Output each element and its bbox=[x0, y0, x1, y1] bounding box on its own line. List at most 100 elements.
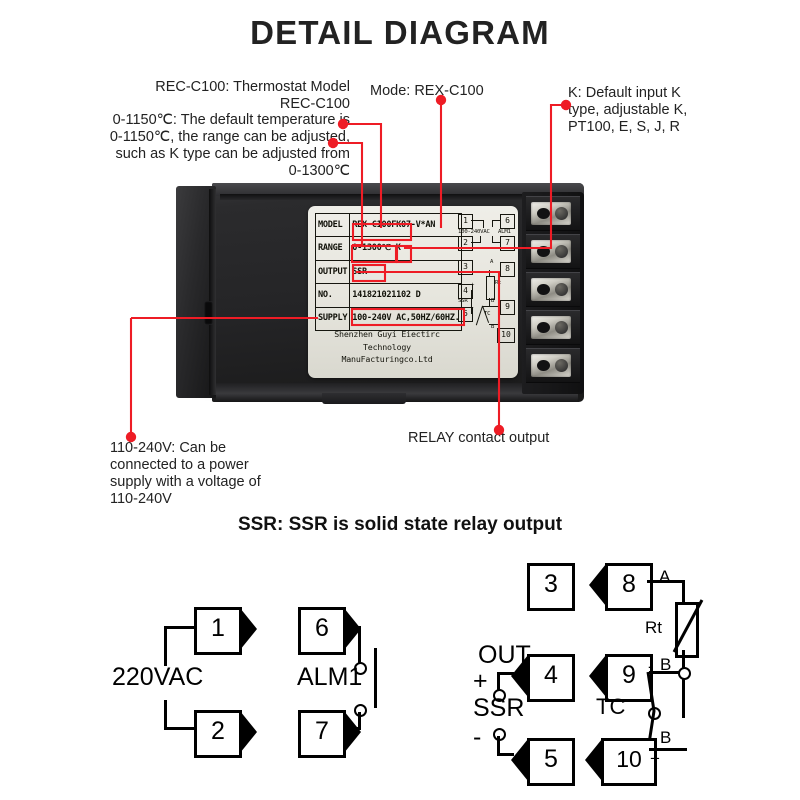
device-bezel-edge bbox=[209, 189, 216, 395]
wire-l1-h bbox=[164, 626, 197, 629]
out-plus-node bbox=[493, 689, 506, 702]
plate-rt-sensor bbox=[486, 276, 495, 300]
spec-value-range: 0-1300℃ K bbox=[349, 236, 463, 261]
terminal-screw-pair-4 bbox=[526, 310, 580, 345]
plate-label-plus-4: + bbox=[471, 282, 475, 288]
wedge-terminal-8 bbox=[589, 564, 606, 606]
spec-label-plate: MODEL REX-C100FK07-V*AN RANGE 0-1300℃ K … bbox=[308, 206, 518, 378]
wire-out-v bbox=[497, 672, 500, 692]
spec-value-model: REX-C100FK07-V*AN bbox=[349, 212, 463, 238]
wire-rt-down bbox=[682, 650, 685, 718]
tc-junction-wires bbox=[646, 671, 656, 751]
wiring-label-out-minus: - bbox=[473, 723, 482, 751]
wiring-label-b-lower: B bbox=[660, 728, 672, 747]
wiring-label-tc: TC bbox=[596, 694, 626, 719]
table-row: MODEL REX-C100FK07-V*AN bbox=[314, 212, 463, 238]
wire-l1-v bbox=[164, 626, 167, 666]
wire-alm-h-bot bbox=[344, 727, 361, 730]
wedge-terminal-4 bbox=[511, 655, 528, 697]
wiring-terminal-1: 1 bbox=[194, 607, 242, 655]
spec-value-no: 141821021102 D bbox=[349, 283, 463, 308]
spec-key-output: OUTPUT bbox=[314, 259, 351, 285]
wiring-label-b-upper: B bbox=[660, 655, 672, 674]
plate-label-ssr: SSR bbox=[458, 298, 468, 304]
spec-value-supply: 100-240V AC,50HZ/60HZ. bbox=[349, 306, 463, 331]
wiring-label-tc-plus: + bbox=[650, 749, 660, 768]
wire-l2-v bbox=[164, 700, 167, 730]
wire-alm-h-top bbox=[344, 626, 361, 629]
table-row: SUPPLY 100-240V AC,50HZ/60HZ. bbox=[314, 306, 463, 331]
spec-key-model: MODEL bbox=[314, 212, 351, 238]
wire-b-lower-h bbox=[649, 748, 687, 751]
wiring-terminal-9: 9 bbox=[605, 654, 653, 702]
plate-label-a: A bbox=[490, 259, 494, 265]
wedge-terminal-1 bbox=[240, 608, 257, 650]
wiring-label-rt: Rt bbox=[645, 618, 662, 637]
device-top-groove bbox=[220, 194, 576, 200]
manufacturer-text: Shenzhen Guyi Eiectirc Technology ManuFa… bbox=[316, 328, 458, 366]
plate-terminal-10: 10 bbox=[497, 328, 515, 343]
spec-key-supply: SUPPLY bbox=[314, 306, 351, 331]
terminal-block bbox=[522, 192, 584, 394]
plate-terminal-8: 8 bbox=[500, 262, 515, 277]
plate-terminal-6: 6 bbox=[500, 214, 515, 229]
wire-l2-h bbox=[164, 727, 197, 730]
wedge-terminal-10 bbox=[585, 739, 602, 781]
plate-terminal-9: 9 bbox=[500, 300, 515, 315]
device-mounting-clip bbox=[204, 301, 213, 325]
plate-label-supply: 100-240VAC bbox=[458, 229, 490, 235]
plate-label-b-upper: B bbox=[491, 298, 495, 304]
wiring-label-ssr: SSR bbox=[473, 694, 525, 722]
wedge-terminal-2 bbox=[240, 711, 257, 753]
plate-terminal-2: 2 bbox=[458, 236, 473, 251]
wire-out-h bbox=[497, 672, 514, 675]
page-title: DETAIL DIAGRAM bbox=[250, 14, 550, 51]
b-upper-node bbox=[678, 667, 691, 680]
wiring-terminal-2: 2 bbox=[194, 710, 242, 758]
terminal-screw-pair-5 bbox=[526, 348, 580, 383]
annotation-relay-output: RELAY contact output bbox=[408, 430, 550, 446]
wiring-label-out-plus: + bbox=[473, 667, 488, 695]
plate-terminal-7: 7 bbox=[500, 236, 515, 251]
wiring-label-a: A bbox=[659, 567, 671, 586]
annotation-supply-voltage: 110-240V: Can be connected to a power su… bbox=[110, 440, 261, 507]
plate-terminal-1: 1 bbox=[458, 214, 473, 229]
manufacturer-line-1: Shenzhen Guyi Eiectirc bbox=[334, 329, 440, 339]
wiring-terminal-5: 5 bbox=[527, 738, 575, 786]
wedge-terminal-9 bbox=[589, 655, 606, 697]
wedge-terminal-6 bbox=[344, 608, 361, 650]
plate-label-alarm: ALM1 bbox=[498, 229, 511, 235]
wire-alm-v-bot bbox=[358, 712, 361, 730]
wiring-terminal-8: 8 bbox=[605, 563, 653, 611]
spec-key-no: NO. bbox=[314, 283, 351, 308]
terminal-screw-pair-2 bbox=[526, 234, 580, 269]
ssr-subheading: SSR: SSR is solid state relay output bbox=[237, 514, 563, 535]
wiring-terminal-4: 4 bbox=[527, 654, 575, 702]
wire-a-h bbox=[647, 580, 684, 583]
wiring-terminal-7: 7 bbox=[298, 710, 346, 758]
wire-ssr-h bbox=[497, 753, 514, 756]
table-row: RANGE 0-1300℃ K bbox=[314, 236, 463, 261]
wiring-label-220vac: 220VAC bbox=[112, 663, 204, 691]
terminal-screw-pair-1 bbox=[526, 196, 580, 231]
wedge-terminal-7 bbox=[344, 711, 361, 753]
rt-sensor-slash bbox=[672, 599, 704, 653]
wedge-terminal-5 bbox=[511, 739, 528, 781]
annotation-input-type: K: Default input K type, adjustable K, P… bbox=[568, 85, 688, 135]
annotation-range: 0-1150℃: The default temperature is 0-11… bbox=[109, 112, 350, 179]
table-row: NO. 141821021102 D bbox=[314, 283, 463, 308]
wire-alm-bar bbox=[374, 648, 377, 708]
contact-node-top bbox=[354, 662, 367, 675]
table-row: OUTPUT SSR bbox=[314, 259, 463, 285]
wiring-label-out: OUT bbox=[478, 641, 531, 669]
wiring-label-b-minus: - bbox=[648, 657, 654, 676]
wiring-terminal-10: 10 bbox=[601, 738, 657, 786]
annotation-model: REC-C100: Thermostat Model REC-C100 bbox=[155, 79, 350, 112]
wiring-terminal-6: 6 bbox=[298, 607, 346, 655]
spec-table: MODEL REX-C100FK07-V*AN RANGE 0-1300℃ K … bbox=[314, 212, 463, 331]
plate-label-rt: Rt bbox=[495, 280, 502, 286]
annotation-mode: Mode: REX-C100 bbox=[370, 83, 484, 99]
manufacturer-line-2: Technology ManuFacturingco.Ltd bbox=[341, 341, 433, 365]
plate-terminal-3: 3 bbox=[458, 260, 473, 275]
